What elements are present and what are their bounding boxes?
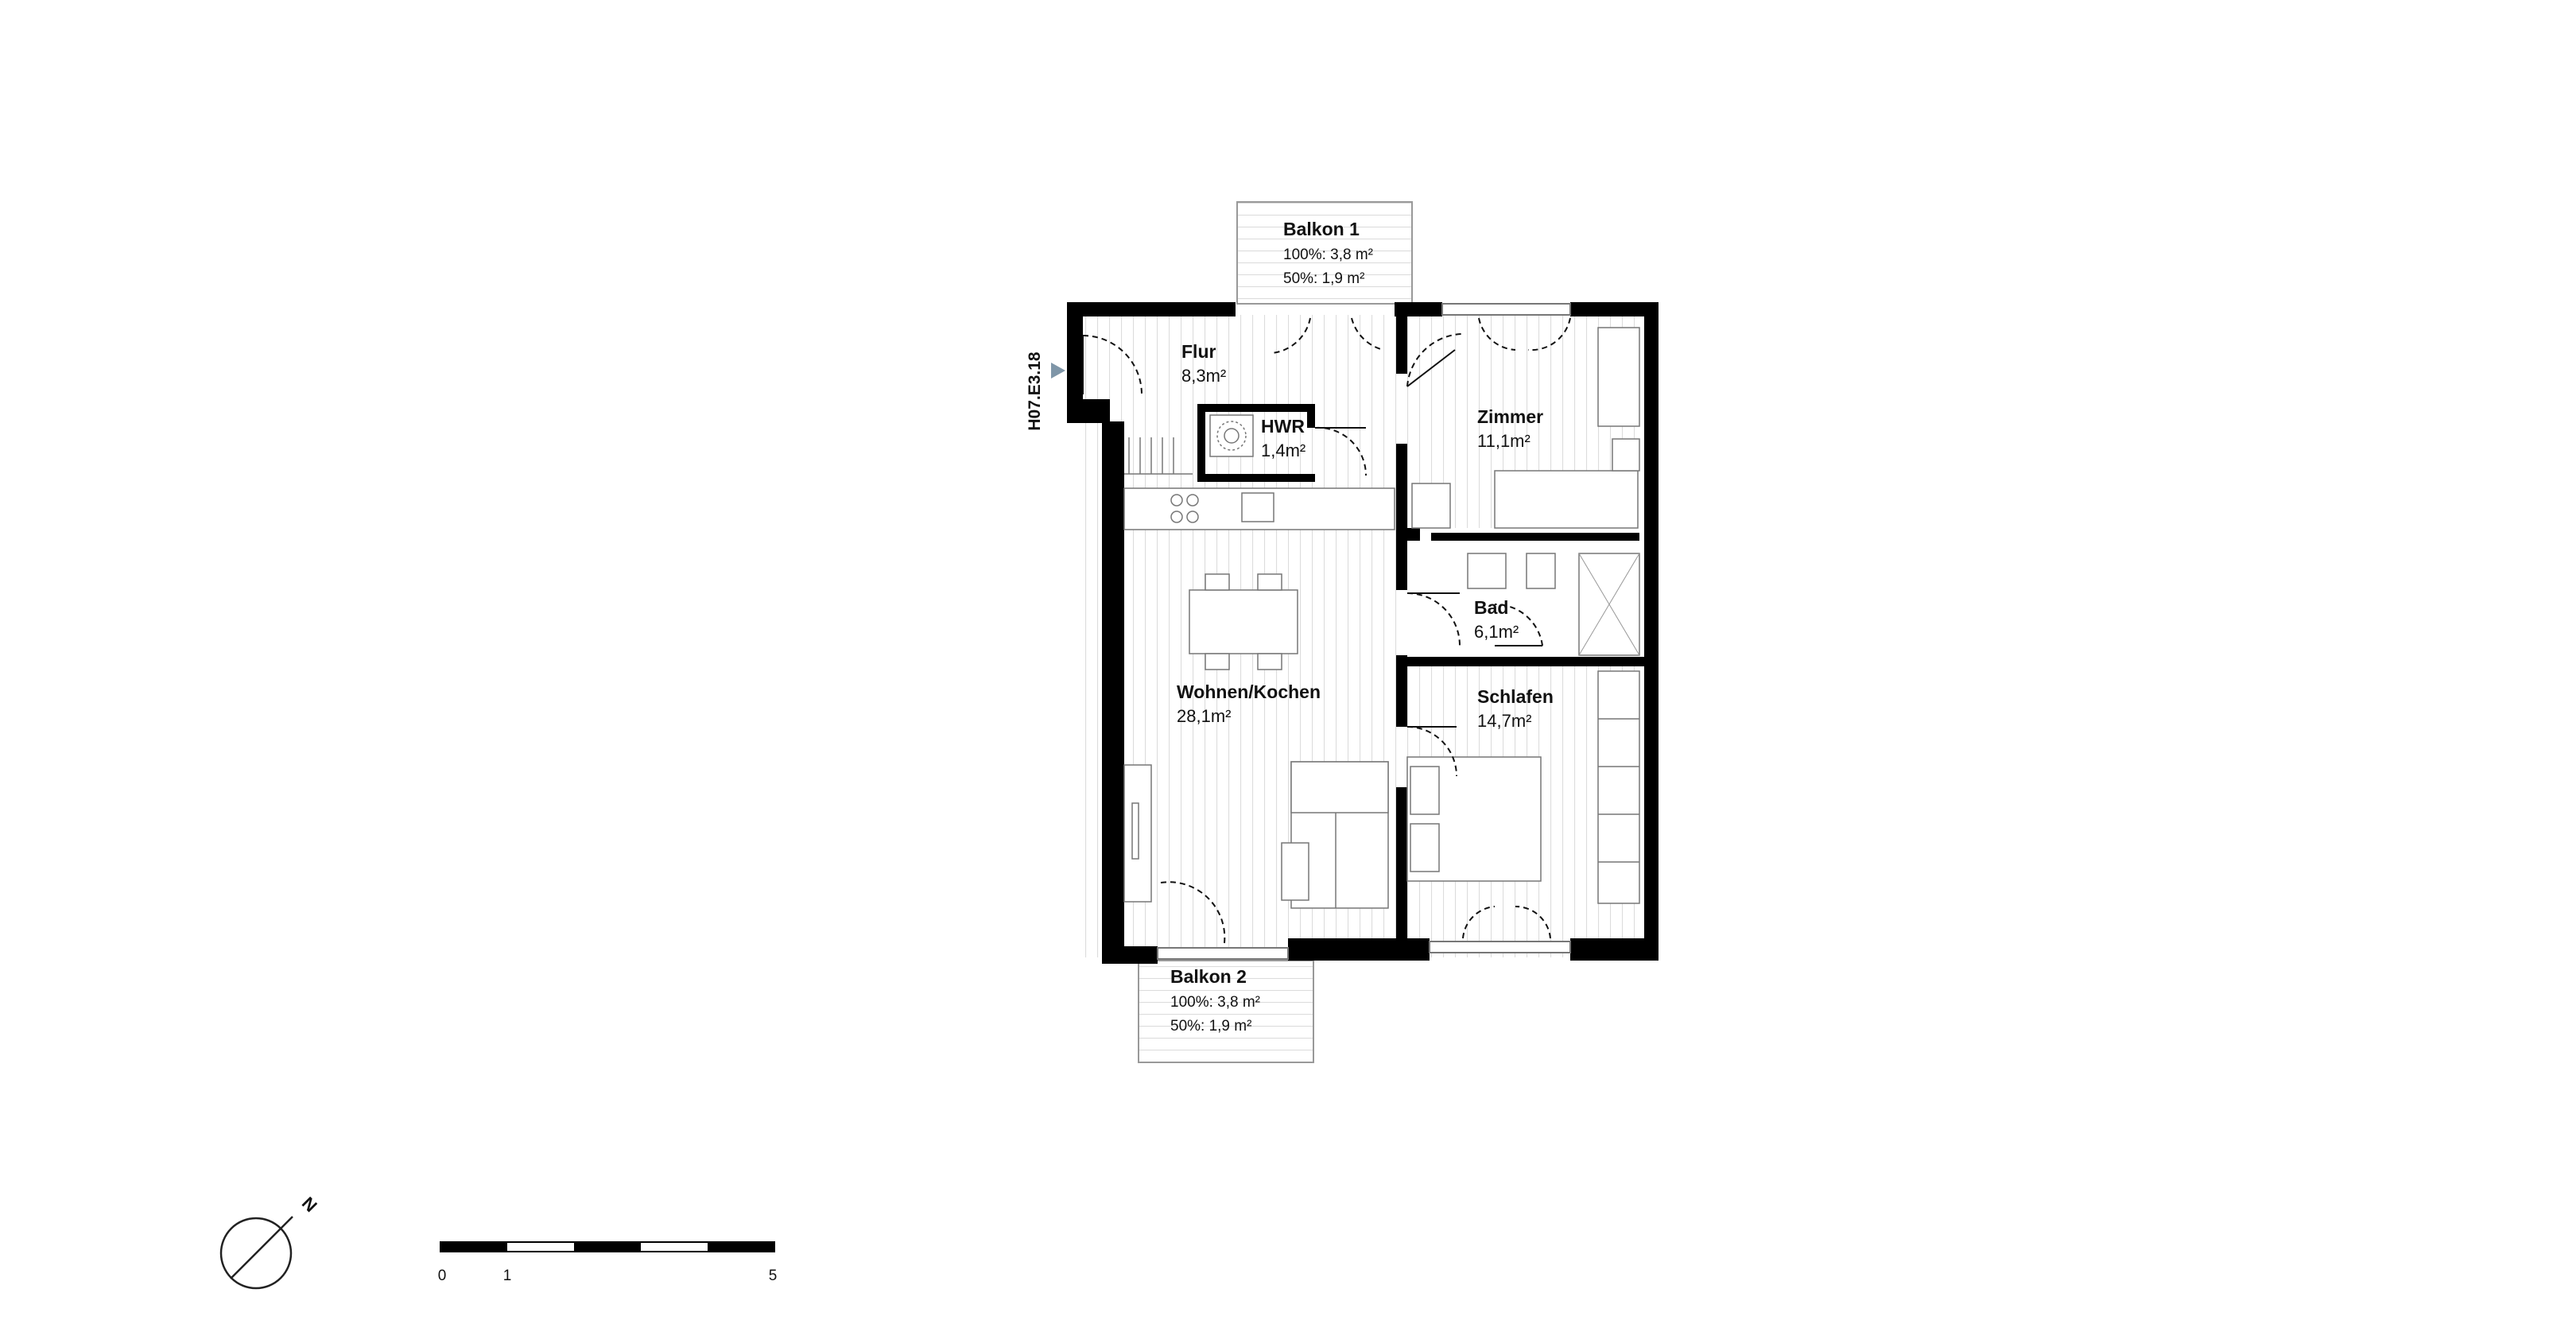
balcony-1-half: 50%: 1,9 m² bbox=[1283, 270, 1364, 287]
sofa bbox=[1281, 761, 1389, 909]
washing-machine bbox=[1209, 414, 1254, 457]
room-area-schlafen: 14,7m² bbox=[1477, 711, 1531, 731]
north-arrow bbox=[219, 1216, 293, 1290]
room-name-flur: Flur bbox=[1181, 341, 1216, 362]
room-name-hwr: HWR bbox=[1261, 416, 1305, 437]
room-area-zimmer: 11,1m² bbox=[1477, 431, 1530, 451]
balcony-1 bbox=[1236, 201, 1413, 305]
hall-shelf bbox=[1124, 437, 1193, 475]
kitchen-counter bbox=[1123, 487, 1395, 530]
room-name-schlafen: Schlafen bbox=[1477, 686, 1554, 707]
room-area-wohnen: 28,1m² bbox=[1177, 706, 1231, 726]
room-area-bad: 6,1m² bbox=[1474, 622, 1519, 642]
compass-circle-icon bbox=[219, 1217, 293, 1290]
room-name-zimmer: Zimmer bbox=[1477, 406, 1543, 427]
balcony-1-full: 100%: 3,8 m² bbox=[1283, 247, 1373, 263]
room-area-flur: 8,3m² bbox=[1181, 366, 1226, 386]
bathroom-fixtures bbox=[1467, 553, 1640, 656]
room-area-hwr: 1,4m² bbox=[1261, 441, 1305, 460]
balcony-2-full: 100%: 3,8 m² bbox=[1170, 994, 1260, 1011]
balcony-2-half: 50%: 1,9 m² bbox=[1170, 1018, 1251, 1035]
room-name-bad: Bad bbox=[1474, 597, 1508, 618]
wardrobe-living bbox=[1123, 764, 1152, 903]
bedroom-furniture bbox=[1406, 670, 1640, 904]
scale-bar bbox=[440, 1241, 775, 1252]
scale-label-0: 0 bbox=[438, 1268, 447, 1284]
balcony-2-name: Balkon 2 bbox=[1170, 966, 1247, 987]
unit-id: H07.E3.18 bbox=[1026, 351, 1044, 431]
scale-label-1: 1 bbox=[503, 1268, 512, 1284]
walls bbox=[1067, 302, 1658, 964]
dining-table bbox=[1189, 573, 1298, 670]
north-label: N bbox=[298, 1193, 321, 1216]
windows bbox=[1157, 303, 1571, 960]
entrance-arrow-icon bbox=[1051, 363, 1065, 379]
balcony-2 bbox=[1138, 960, 1314, 1063]
doors bbox=[1082, 317, 1571, 944]
zimmer-furniture bbox=[1411, 327, 1640, 529]
balcony-1-name: Balkon 1 bbox=[1283, 219, 1360, 239]
scale-label-5: 5 bbox=[769, 1268, 778, 1284]
room-name-wohnen: Wohnen/Kochen bbox=[1177, 681, 1321, 702]
